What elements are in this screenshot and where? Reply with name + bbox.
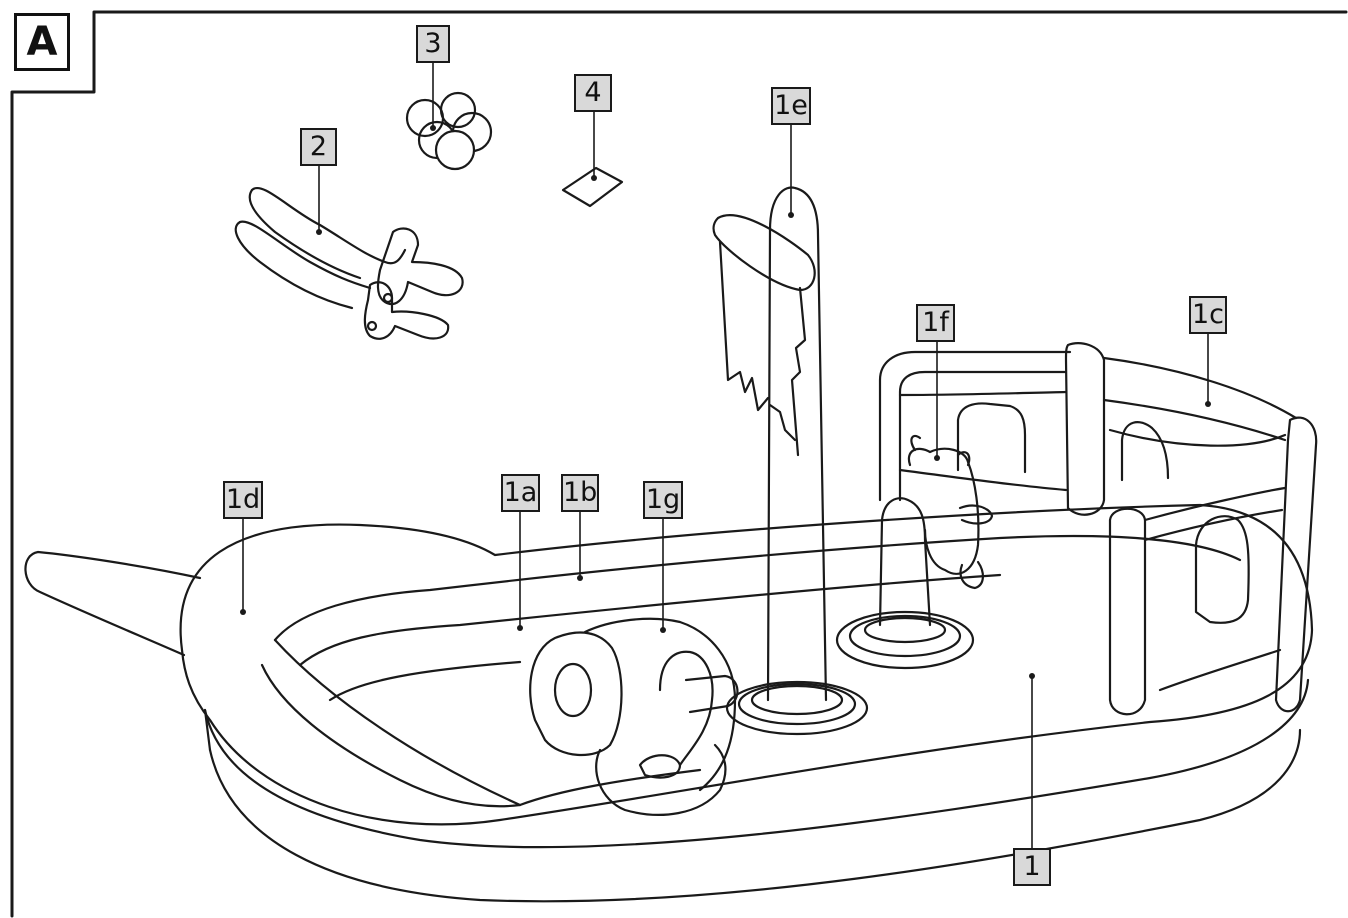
pool-hull: [179, 503, 1314, 903]
label-1c: 1c: [1189, 296, 1227, 334]
label-1f: 1f: [916, 304, 955, 342]
accessory-4-patch: [561, 166, 624, 208]
accessory-2-slide: [234, 187, 464, 340]
label-1g: 1g: [643, 481, 683, 519]
label-1: 1: [1013, 848, 1051, 886]
leader-lines: [242, 61, 1209, 849]
bowsprit: [24, 550, 202, 657]
stern-cabin: [878, 342, 1318, 716]
mast: [712, 186, 869, 736]
label-4: 4: [574, 74, 612, 112]
accessory-3-balls: [405, 91, 493, 171]
label-3: 3: [416, 25, 450, 63]
label-1a: 1a: [501, 474, 540, 512]
cannon: [529, 617, 739, 816]
figure-frame: [10, 10, 1348, 918]
label-1e: 1e: [771, 87, 811, 125]
pirate-sprayer: [835, 434, 994, 670]
label-2: 2: [300, 128, 337, 166]
label-1d: 1d: [223, 481, 263, 519]
label-1b: 1b: [561, 474, 599, 512]
panel-id: A: [14, 13, 70, 71]
leader-dots: [240, 125, 1211, 679]
